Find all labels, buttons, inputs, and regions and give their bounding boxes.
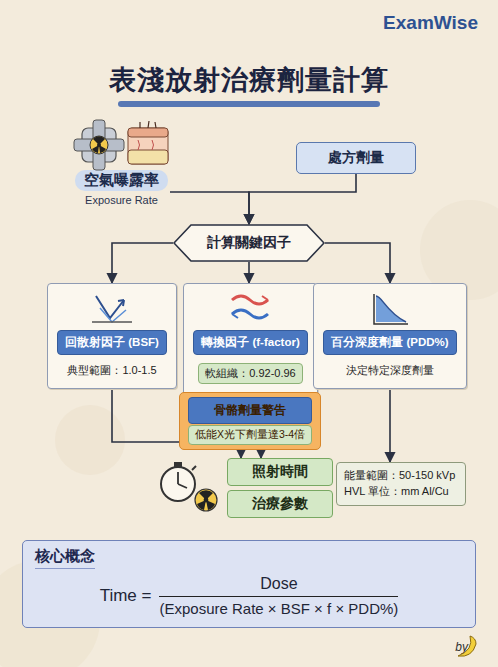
radiation-symbol-icon-part bbox=[204, 498, 209, 503]
factor-card: 轉換因子 (f-factor)軟組織：0.92-0.96骨骼劑量警告低能X光下劑… bbox=[183, 283, 318, 415]
stopwatch-icon-part bbox=[178, 472, 187, 488]
stopwatch-icon-part bbox=[174, 462, 182, 467]
stopwatch-icon bbox=[161, 462, 196, 501]
node-heading: 核心概念 bbox=[35, 547, 95, 569]
flow-arrow bbox=[112, 243, 173, 283]
node-text: Dose bbox=[260, 575, 297, 596]
radiation-source-icon-part bbox=[99, 145, 106, 153]
formula-row: Time = Dose(Exposure Rate × BSF × f × PDD… bbox=[35, 575, 463, 617]
radiation-source-icon-part bbox=[93, 136, 105, 145]
node-text: 軟組織：0.92-0.96 bbox=[198, 363, 302, 384]
process-box: 處方劑量 bbox=[296, 142, 416, 174]
radiation-symbol-icon bbox=[195, 489, 217, 511]
warning-box: 骨骼劑量警告低能X光下劑量達3-4倍 bbox=[179, 392, 321, 450]
result-box: 治療參數 bbox=[227, 490, 333, 518]
fraction: Dose(Exposure Rate × BSF × f × PDD%) bbox=[159, 575, 398, 617]
node-text: 決定特定深度劑量 bbox=[346, 363, 434, 378]
node-heading: 轉換因子 (f-factor) bbox=[193, 330, 307, 355]
node-heading: 治療參數 bbox=[240, 495, 320, 513]
radiation-symbol-icon-part bbox=[197, 500, 206, 510]
flow-arrow bbox=[170, 192, 249, 224]
node-heading: 照射時間 bbox=[240, 463, 320, 481]
node-text: HVL 單位：mm Al/Cu bbox=[344, 484, 458, 500]
brand-label: ExamWise bbox=[383, 12, 478, 34]
skin-layers-icon-part bbox=[140, 121, 156, 128]
diagram-title: 表淺放射治療劑量計算 bbox=[0, 62, 498, 98]
skin-layers-icon-part bbox=[138, 140, 154, 150]
node-text: (Exposure Rate × BSF × f × PDD%) bbox=[159, 596, 398, 617]
skin-layers-icon-part bbox=[128, 128, 168, 137]
node-heading: 空氣曝露率 bbox=[75, 170, 168, 191]
skin-layers-icon bbox=[128, 121, 168, 164]
parameter-panel: 能量範圍：50-150 kVpHVL 單位：mm Al/Cu bbox=[336, 462, 466, 506]
node-heading: 計算關鍵因子 bbox=[207, 234, 291, 252]
flow-arrow bbox=[260, 450, 262, 458]
radiation-source-icon-part bbox=[97, 143, 101, 147]
factor-card: 百分深度劑量 (PDD%) 決定特定深度劑量 bbox=[313, 283, 467, 389]
node-text: Exposure Rate bbox=[75, 194, 168, 206]
radiation-source-icon-part bbox=[92, 145, 99, 153]
flow-arrow bbox=[389, 389, 391, 462]
radiation-symbol-icon-part bbox=[199, 490, 213, 500]
radiation-symbol-icon-part bbox=[195, 489, 217, 511]
radiation-symbol-icon-part bbox=[206, 500, 215, 510]
node-heading: 回散射因子 (BSF) bbox=[57, 330, 167, 355]
radiation-source-icon-part bbox=[82, 128, 116, 162]
title-underline bbox=[118, 101, 380, 107]
author-label: by bbox=[455, 640, 468, 654]
diamond-shape bbox=[174, 225, 324, 261]
skin-layers-icon-part bbox=[128, 128, 168, 164]
radiation-source-icon-part bbox=[93, 120, 105, 170]
title-underline-part bbox=[118, 101, 380, 107]
stopwatch-icon-part bbox=[192, 466, 196, 470]
factor-card: 回散射因子 (BSF) 典型範圍：1.0-1.5 bbox=[47, 283, 177, 389]
paper-stains bbox=[0, 200, 498, 667]
decision-diamond: 計算關鍵因子 bbox=[173, 224, 325, 262]
flow-arrow bbox=[325, 243, 390, 283]
node-heading: 處方劑量 bbox=[309, 149, 403, 167]
skin-layers-icon-part bbox=[128, 150, 168, 164]
radiation-source-icon-part bbox=[74, 139, 124, 151]
formula-box: 核心概念Time = Dose(Exposure Rate × BSF × f ×… bbox=[22, 540, 476, 628]
flow-arrow bbox=[248, 262, 250, 283]
radiation-source-icon-part bbox=[90, 136, 108, 154]
node-text: 典型範圍：1.0-1.5 bbox=[67, 363, 156, 378]
source-label-box: 空氣曝露率 Exposure Rate bbox=[75, 170, 168, 206]
node-heading: 百分深度劑量 (PDD%) bbox=[323, 330, 456, 355]
node-text: 低能X光下劑量達3-4倍 bbox=[188, 425, 312, 445]
radiation-source-icon bbox=[74, 120, 124, 170]
flow-arrow bbox=[249, 174, 356, 224]
result-box: 照射時間 bbox=[227, 458, 333, 486]
stopwatch-icon-part bbox=[161, 467, 195, 501]
node-text: Time = bbox=[100, 586, 152, 606]
paper-stains-part bbox=[55, 405, 125, 475]
node-heading: 能量範圍：50-150 kVp bbox=[344, 468, 458, 484]
node-heading: 骨骼劑量警告 bbox=[188, 397, 312, 424]
